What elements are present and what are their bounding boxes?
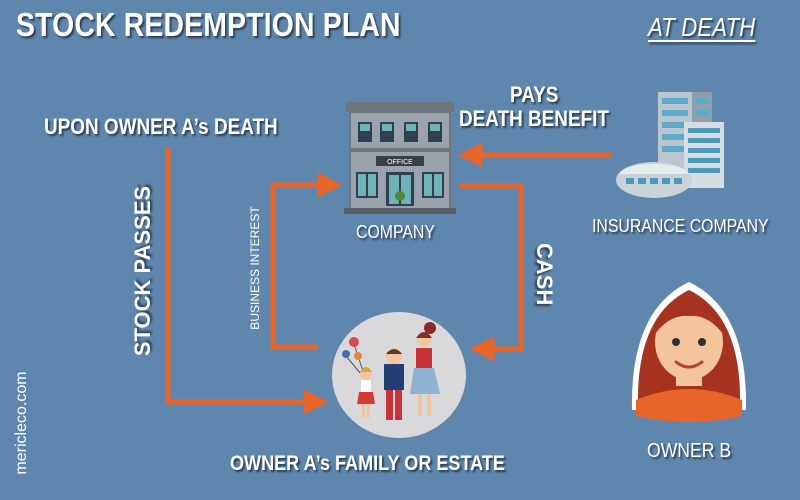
arrow-business-interest: [270, 172, 343, 350]
pays-label: PAYS: [510, 82, 559, 107]
company-label: COMPANY: [356, 222, 435, 242]
office-sign: OFFICE: [387, 159, 413, 166]
stock-passes-label: STOCK PASSES: [130, 185, 155, 357]
family-estate-label: OWNER A’s FAMILY OR ESTATE: [230, 452, 505, 475]
death-benefit-label: DEATH BENEFIT: [459, 106, 609, 131]
owner-b-avatar-icon: [631, 282, 747, 422]
business-interest-label: BUSINESS INTEREST: [248, 206, 262, 330]
page-subtitle: AT DEATH: [648, 12, 756, 42]
arrow-stock-passes: [165, 148, 329, 415]
watermark: mericleco.com: [13, 371, 30, 475]
family-icon: [332, 312, 466, 438]
upon-death-label: UPON OWNER A’s DEATH: [44, 114, 278, 139]
insurance-company-label: INSURANCE COMPANY: [592, 216, 769, 236]
owner-b-label: OWNER B: [647, 440, 732, 462]
cash-label: CASH: [532, 243, 557, 306]
insurance-building-icon: [616, 92, 724, 198]
office-building-icon: OFFICE: [344, 102, 456, 214]
page-title: STOCK REDEMPTION PLAN: [16, 6, 401, 43]
arrow-cash: [460, 183, 524, 362]
